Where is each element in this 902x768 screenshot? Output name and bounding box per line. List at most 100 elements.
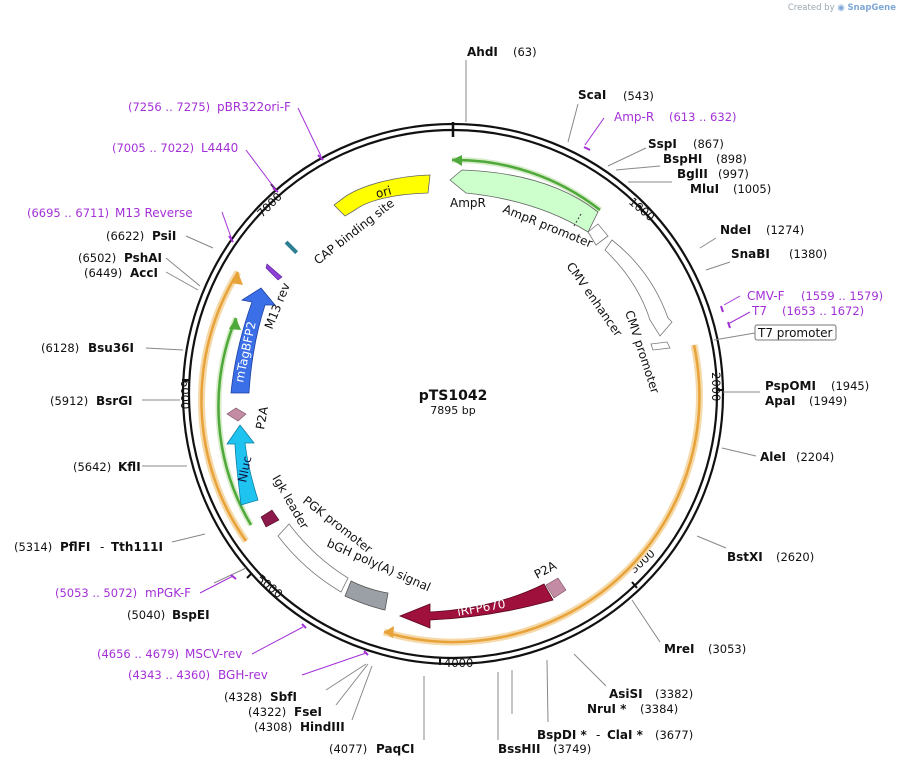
enzyme-mlui[interactable]: MluI	[690, 182, 719, 196]
enzyme-bsphi-pos: (898)	[716, 152, 747, 166]
enzyme-sbfi[interactable]: SbfI	[270, 690, 297, 704]
primer-m13-reverse[interactable]: M13 Reverse	[115, 206, 193, 220]
enzyme-psp-omi-pos: (1945)	[831, 379, 869, 393]
enzyme-alei[interactable]: AleI	[760, 450, 786, 464]
enzyme-kfli-pos: (5642)	[73, 460, 111, 474]
tick-5000	[246, 572, 253, 579]
feature-ampr-label: AmpR	[450, 196, 486, 210]
enzyme-bstxi[interactable]: BstXI	[727, 550, 763, 564]
enzyme-pflfi-separator: -	[100, 540, 104, 554]
enzyme-bsu36i[interactable]: Bsu36I	[88, 341, 134, 355]
enzyme-bspdi[interactable]: BspDI *	[537, 728, 587, 742]
primer-m13-reverse-range: (6695 .. 6711)	[27, 206, 109, 220]
primer-mpgk-f-range: (5053 .. 5072)	[55, 586, 137, 600]
enzyme-pflfi-pos: (5314)	[14, 540, 52, 554]
feature-ampr-promoter[interactable]	[587, 223, 609, 246]
enzyme-sspi-pos: (867)	[693, 137, 724, 151]
enzyme-bsu36i-pos: (6128)	[41, 341, 79, 355]
enzyme-sspi[interactable]: SspI	[648, 137, 677, 151]
snapgene-logo: ◉	[837, 3, 845, 13]
credit-prefix: Created by	[787, 3, 835, 13]
feature-t7-promoter-label: T7 promoter	[757, 326, 833, 340]
enzyme-paqci[interactable]: PaqCI	[376, 742, 414, 756]
enzyme-snabi[interactable]: SnaBI	[731, 247, 770, 261]
primer-l4440[interactable]: L4440	[201, 141, 238, 155]
feature-nluc-label: Nluc	[235, 455, 254, 484]
feature-cmv-enhancer-label: CMV enhancer	[564, 260, 626, 340]
primer-l4440-range: (7005 .. 7022)	[112, 141, 194, 155]
feature-ori[interactable]	[333, 174, 431, 217]
orf-left-outer-arc	[200, 271, 248, 542]
feature-ampr[interactable]	[449, 169, 599, 233]
primer-bgh-rev-range: (4343 .. 4360)	[128, 668, 210, 682]
enzyme-scai-pos: (543)	[623, 89, 654, 103]
enzyme-bspdi-separator: -	[596, 728, 600, 742]
orf-irfp-arrowhead	[384, 626, 394, 638]
enzyme-scai[interactable]: ScaI	[578, 88, 606, 102]
primer-bgh-rev[interactable]: BGH-rev	[218, 668, 268, 682]
enzyme-hindiii[interactable]: HindIII	[300, 720, 345, 734]
tick-label-4000: 4000	[444, 656, 473, 670]
orf-left-outer-arrowhead	[231, 272, 243, 285]
enzyme-hindiii-pos: (4308)	[254, 720, 292, 734]
orf-left-green-arc	[217, 317, 253, 526]
enzyme-acci[interactable]: AccI	[130, 266, 158, 280]
feature-irfp670[interactable]	[398, 583, 554, 629]
primer-mpgk-f[interactable]: mPGK-F	[145, 586, 191, 600]
enzyme-asisi-pos: (3382)	[655, 687, 693, 701]
enzyme-pflfi[interactable]: PflFI	[60, 540, 90, 554]
feature-m13-rev[interactable]	[265, 263, 283, 281]
tick-label-5000: 5000	[254, 572, 285, 602]
enzyme-bsphi[interactable]: BspHI	[663, 152, 702, 166]
feature-cmv-promoter[interactable]	[650, 341, 671, 351]
enzyme-bstxi-pos: (2620)	[776, 550, 814, 564]
enzyme-ndei[interactable]: NdeI	[720, 223, 751, 237]
enzyme-sbfi-pos: (4328)	[224, 690, 262, 704]
enzyme-bsrgi-pos: (5912)	[50, 394, 88, 408]
enzyme-bspei[interactable]: BspEI	[172, 608, 210, 622]
feature-cmv-enhancer[interactable]	[604, 239, 673, 337]
feature-nluc[interactable]	[226, 424, 259, 506]
primer-mscv-rev[interactable]: MSCV-rev	[185, 647, 242, 661]
feature-cap-binding-site[interactable]	[284, 240, 299, 255]
primer-pbr322ori-f[interactable]: pBR322ori-F	[217, 100, 291, 114]
primer-mscv-rev-range: (4656 .. 4679)	[97, 647, 179, 661]
feature-p2a-right[interactable]	[545, 577, 567, 599]
enzyme-fsei[interactable]: FseI	[294, 705, 322, 719]
primer-cmv-f[interactable]: CMV-F	[747, 289, 785, 303]
enzyme-ahdi-pos: (63)	[513, 45, 537, 59]
enzyme-tth111i[interactable]: Tth111I	[111, 540, 163, 554]
enzyme-bsshii[interactable]: BssHII	[498, 742, 540, 756]
enzyme-asisi[interactable]: AsiSI	[609, 687, 643, 701]
feature-t7-promoter-box[interactable]	[754, 324, 837, 341]
primer-cmv-f-range: (1559 .. 1579)	[801, 289, 883, 303]
enzyme-psii[interactable]: PsiI	[152, 229, 176, 243]
enzyme-ahdi[interactable]: AhdI	[467, 45, 498, 59]
primer-amp-r[interactable]: Amp-R	[614, 110, 654, 124]
enzyme-kfli[interactable]: KflI	[118, 460, 141, 474]
enzyme-bspei-pos: (5040)	[127, 608, 165, 622]
enzyme-fsei-pos: (4322)	[248, 705, 286, 719]
enzyme-alei-pos: (2204)	[796, 450, 834, 464]
feature-p2a-left[interactable]	[226, 407, 247, 422]
feature-igk-leader[interactable]	[260, 509, 280, 528]
enzyme-pshai[interactable]: PshAI	[124, 251, 162, 265]
primer-t7[interactable]: T7	[751, 304, 767, 318]
enzyme-nrui[interactable]: NruI *	[587, 702, 627, 716]
feature-mtagbfp2[interactable]	[230, 287, 276, 394]
enzyme-paqci-pos: (4077)	[329, 742, 367, 756]
credit-brand: SnapGene	[847, 3, 896, 13]
enzyme-bsrgi[interactable]: BsrGI	[96, 394, 133, 408]
feature-pgk-promoter[interactable]	[277, 523, 349, 593]
enzyme-mrei[interactable]: MreI	[664, 642, 694, 656]
enzyme-bspdi-pos: (3677)	[655, 728, 693, 742]
tick-1000	[638, 204, 643, 213]
enzyme-psp-omi[interactable]: PspOMI	[765, 379, 816, 393]
enzyme-bglii[interactable]: BglII	[677, 167, 708, 181]
enzyme-apai[interactable]: ApaI	[765, 394, 795, 408]
feature-m13-rev-label: M13 rev	[262, 281, 293, 331]
feature-ori-label: ori	[374, 183, 393, 201]
feature-bgh-polya[interactable]	[344, 580, 389, 611]
enzyme-clai[interactable]: ClaI *	[607, 728, 644, 742]
